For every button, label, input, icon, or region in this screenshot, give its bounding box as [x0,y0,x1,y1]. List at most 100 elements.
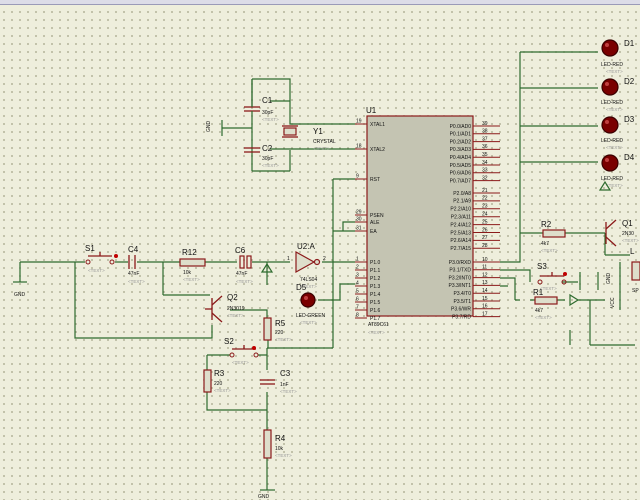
ground-bottom: GND [258,489,275,500]
r2-placeholder: <TEXT> [541,248,558,253]
mcu-right-pin-name: P2.1/A9 [453,199,471,205]
vcc-s3: VCC [569,293,616,308]
ground-crystal: GND [206,120,223,136]
capacitor-c3[interactable]: C3 1nF <TEXT> [260,369,297,394]
gnd-label-crystal: GND [206,121,212,133]
d4-ref: D4 [624,153,635,162]
mcu-left-pin-name: RST [370,177,380,183]
resistor-r1[interactable]: R1 4k7 <TEXT> [533,288,558,320]
q2-ref: Q2 [227,293,238,302]
mcu-right-pin-name: P0.0/AD0 [450,124,472,130]
mcu-left-pin-name: P1.3 [370,284,381,290]
switch-s1[interactable]: S1 <TEXT> [85,244,118,273]
d5-placeholder: <TEXT> [300,320,317,325]
mcu-left-pin-name: ALE [370,220,380,226]
mcu-body[interactable] [366,115,474,317]
r4-value: 10k [275,446,284,452]
mcu-left-pin-num: 2 [356,265,359,271]
wires [19,51,635,490]
c3-placeholder: <TEXT> [280,389,297,394]
r3-value: 220 [214,381,223,387]
mcu-left-pins: 19XTAL118XTAL29RST29PSEN30ALE31EA1P1.02P… [355,119,385,322]
c6-placeholder: <TEXT> [236,279,253,284]
capacitor-c4[interactable]: C4 47nF <TEXT> [128,245,145,284]
resistor-r3[interactable]: R3 220 <TEXT> [203,369,231,393]
r1-ref: R1 [533,288,544,297]
led-d1[interactable]: D1 LED-RED <TEXT> [601,39,635,74]
mcu-left-pin-name: P1.0 [370,260,381,266]
mcu-left-pin-num: 29 [356,210,362,216]
capacitor-c2[interactable]: C2 30pF <TEXT> [244,144,279,168]
led-d2[interactable]: D2 LED-RED <TEXT> [601,77,635,112]
c3-value: 1nF [280,382,289,388]
mcu-left-pin-name: XTAL2 [370,147,385,153]
led-d4[interactable]: D4 LED-RED <TEXT> [601,153,635,188]
r2-value: 4k7 [541,241,549,247]
mcu-right-pin-name: P2.5/A13 [450,230,471,236]
speaker-sp[interactable]: SP L [630,247,640,294]
c2-ref: C2 [262,144,273,153]
ground-s3: GND [597,272,612,290]
s1-placeholder: <TEXT> [88,268,105,273]
q2-value: 2N3019 [227,306,245,312]
resistor-r12[interactable]: R12 10k <TEXT> [179,248,206,282]
mcu-right-pin-num: 36 [482,144,488,150]
c2-value: 30pF [262,156,273,162]
window-top-border [0,0,640,5]
r4-ref: R4 [275,434,286,443]
mcu-left-pin-num: 30 [356,217,362,223]
s2-ref: S2 [224,337,234,346]
d5-ref: D5 [296,283,307,292]
c3-ref: C3 [280,369,291,378]
r3-placeholder: <TEXT> [214,388,231,393]
capacitor-c1[interactable]: C1 30pF <TEXT> [244,79,279,125]
gnd-label-bottom: GND [258,494,270,500]
resistor-r4[interactable]: R4 10k <TEXT> [263,429,292,459]
c4-value: 47nF [128,271,139,277]
led-d5[interactable]: D5 LED-GREEN <TEXT> [296,283,326,325]
crystal-y1[interactable]: Y1 CRYSTAL <TEXT> [282,125,336,151]
mcu-right-pin-name: P0.7/AD7 [450,178,472,184]
transistor-q2[interactable]: Q2 2N3019 <TEXT> [205,293,245,323]
mcu-left-pin-num: 3 [356,273,359,279]
r2-ref: R2 [541,220,552,229]
q1-value: 2N30 [622,231,634,237]
mcu-left-pin-name: P1.2 [370,276,381,282]
s2-placeholder: <TEXT> [232,360,249,365]
mcu-right-pin-name: P0.2/AD2 [450,139,472,145]
led-d3[interactable]: D3 LED-RED <TEXT> [601,115,635,150]
mcu-u1[interactable]: U1 AT89C61 <TEXT> 19XTAL118XTAL29RST29PS… [355,106,500,335]
resistor-r5[interactable]: R5 220 <TEXT> [263,317,292,342]
d3-ref: D3 [624,115,635,124]
transistor-q1[interactable]: Q1 2N30 <TEXT> [605,219,639,247]
mcu-right-pin-name: P0.5/AD5 [450,163,472,169]
mcu-right-pin-name: P2.6/A14 [450,238,471,244]
mcu-right-pin-num: 17 [482,311,488,317]
mcu-right-pin-name: P3.1/TXD [449,268,471,274]
switch-s2[interactable]: S2 <TEXT> [224,337,259,365]
mcu-right-pin-num: 14 [482,288,488,294]
c1-value: 30pF [262,110,273,116]
mcu-left-pin-num: 4 [356,281,359,287]
mcu-right-pin-name: P3.7/RD [452,314,471,320]
r12-value: 10k [183,270,192,276]
svg-text:2: 2 [323,256,326,262]
d2-value: LED-RED [601,100,623,106]
r1-placeholder: <TEXT> [535,315,552,320]
mcu-right-pin-num: 38 [482,129,488,135]
inverter-u2a[interactable]: U2:A 74LS04 <TEXT> 1 2 [287,242,326,289]
d1-value: LED-RED [601,62,623,68]
c4-placeholder: <TEXT> [128,279,145,284]
capacitor-c6[interactable]: C6 47nF <TEXT> [235,246,253,284]
r12-ref: R12 [182,248,197,257]
resistor-r2[interactable]: R2 4k7 <TEXT> [541,220,566,253]
switch-s3[interactable]: S3 <TEXT> [537,262,567,291]
c6-value: 47nF [236,271,247,277]
mcu-right-pin-name: P3.0/RXD [449,260,472,266]
d5-value: LED-GREEN [296,313,326,319]
mcu-right-pin-num: 21 [482,188,488,194]
mcu-right-pin-name: P0.6/AD6 [450,171,472,177]
mcu-right-pin-name: P2.3/A11 [451,215,471,221]
